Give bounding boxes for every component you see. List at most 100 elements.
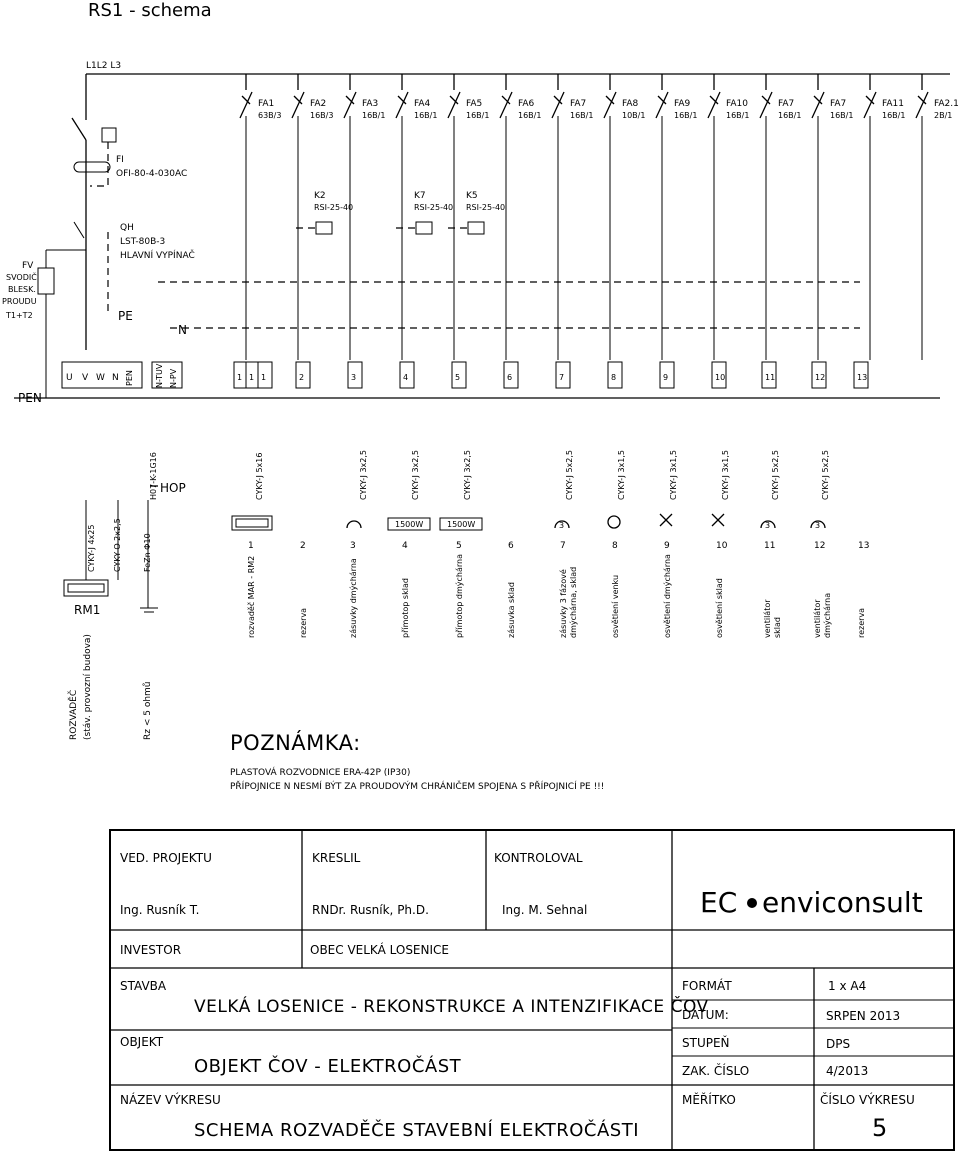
contactor-coil [315, 221, 333, 235]
light-icon [659, 513, 673, 527]
breaker-switch [811, 91, 825, 119]
circuit-number: 12 [814, 541, 825, 551]
circuit-desc: zásuvky 3 fázové [558, 569, 568, 638]
busbar-label: L1L2 L3 [86, 61, 121, 71]
breaker-trip-mark [917, 95, 927, 105]
circuit-desc: přímotop dmýchárna [455, 554, 464, 638]
breaker-switch [291, 91, 305, 119]
circuit-number: 6 [508, 541, 514, 551]
tb-zak-label: ZAK. ČÍSLO [682, 1063, 749, 1078]
terminal-box [451, 361, 467, 389]
circuit-desc-2: sklad [773, 617, 782, 638]
breaker-trip-mark [761, 95, 771, 105]
cable-label: CYKY-J 5x2,5 [771, 450, 780, 500]
tb-stavba-label: STAVBA [120, 979, 167, 993]
fv-arrester-box [37, 267, 55, 295]
load-box-2 [439, 517, 483, 531]
circuit-desc: zásuvky dmýchárna [349, 558, 358, 638]
breaker-name: FA2.1 [934, 99, 959, 109]
tb-investor: OBEC VELKÁ LOSENICE [310, 942, 449, 957]
hop-label: HOP [160, 481, 186, 495]
breaker-rating: 16B/1 [466, 111, 489, 120]
breaker-rating: 2B/1 [934, 111, 952, 120]
circuit-desc: rezerva [299, 608, 308, 638]
circuit-desc: ventilátor [813, 599, 822, 638]
tb-ved: Ing. Rusník T. [120, 903, 199, 917]
breaker-name: FA1 [258, 99, 274, 109]
breaker-rating: 16B/1 [778, 111, 801, 120]
circuit-number: 13 [858, 541, 869, 551]
terminal-number: 10 [715, 373, 725, 382]
breaker-name: FA11 [882, 99, 904, 109]
drawing-title: RS1 - schema [88, 0, 212, 21]
breaker-name: FA2 [310, 99, 326, 109]
tb-meritko-label: MĚŘÍTKO [682, 1092, 736, 1107]
breaker-switch [915, 91, 929, 119]
term-w: W [96, 373, 105, 383]
breaker-trip-mark [605, 95, 615, 105]
circuit-desc: rezerva [857, 608, 866, 638]
circuit-number: 3 [350, 541, 356, 551]
terminal-number: 6 [507, 373, 512, 382]
socket-3phase-mark: 3 [765, 521, 770, 530]
tb-datum: SRPEN 2013 [826, 1009, 900, 1023]
light-icon [711, 513, 725, 527]
rozvadec-l1: ROZVADĚČ [67, 690, 79, 740]
rm1-inner [67, 583, 105, 593]
tb-kontroloval: Ing. M. Sehnal [502, 903, 587, 917]
terminal-number: 9 [663, 373, 668, 382]
terminal-box [503, 361, 519, 389]
breaker-name: FA8 [622, 99, 639, 109]
cable-label: CYKY-J 5x2,5 [821, 450, 830, 500]
breaker-rating: 63B/3 [258, 111, 281, 120]
cable-label: CYKY-J 4x25 [87, 525, 96, 572]
breaker-trip-mark [501, 95, 511, 105]
note-line2: PŘÍPOJNICE N NESMÍ BÝT ZA PROUDOVÝM CHRÁ… [230, 780, 604, 792]
qh-type: LST-80B-3 [120, 237, 165, 247]
socket-icon [346, 520, 362, 529]
circuit-number: 9 [664, 541, 670, 551]
pe-label: PE [118, 309, 133, 323]
breaker-rating: 16B/1 [518, 111, 541, 120]
tb-objekt: OBJEKT ČOV - ELEKTROČÁST [194, 1055, 462, 1077]
terminal-box [295, 361, 311, 389]
circuit-number: 7 [560, 541, 566, 551]
cable-label: CYKY-J 3x2,5 [411, 450, 420, 500]
terminal-box [853, 361, 869, 389]
n-label: N [178, 323, 187, 337]
tb-ved-label: VED. PROJEKTU [120, 851, 212, 865]
terminal-number: 1 [261, 373, 266, 382]
breaker-rating: 16B/1 [570, 111, 593, 120]
tb-zak: 4/2013 [826, 1064, 868, 1078]
circuit-desc: osvětlení sklad [715, 578, 724, 638]
rozvadec-l2: (stáv. provozní budova) [83, 634, 93, 740]
tb-stavba: VELKÁ LOSENICE - REKONSTRUKCE A INTENZIF… [194, 995, 709, 1017]
cable-label: CYKY-J 3x2,5 [359, 450, 368, 500]
title-block-frame [109, 829, 955, 1151]
terminal-number: 1 [249, 373, 254, 382]
logo-enviconsult: enviconsult [762, 886, 923, 919]
breaker-name: FA7 [830, 99, 846, 109]
contactor-type: RSI-25-40 [314, 203, 353, 212]
breaker-name: FA7 [570, 99, 586, 109]
circuit-desc: přímotop sklad [401, 578, 410, 638]
contactor-name: K7 [414, 191, 426, 201]
breaker-rating: 16B/1 [414, 111, 437, 120]
terminal-number: 13 [857, 373, 867, 382]
fi-name: FI [116, 155, 124, 165]
breaker-switch [551, 91, 565, 119]
breaker-trip-mark [397, 95, 407, 105]
fi-toroid [73, 161, 111, 173]
terminal-box [257, 361, 273, 389]
circuit-desc: rozvaděč MAR - RM2 [246, 556, 256, 638]
breaker-switch [863, 91, 877, 119]
socket-3phase-icon [554, 520, 570, 529]
breaker-name: FA7 [778, 99, 794, 109]
tb-nazev: SCHEMA ROZVADĚČE STAVEBNÍ ELEKTROČÁSTI [194, 1119, 639, 1141]
breaker-name: FA9 [674, 99, 691, 109]
tb-kontroloval-label: KONTROLOVAL [494, 851, 583, 865]
circuit-number: 10 [716, 541, 728, 551]
socket-3phase-mark: 3 [815, 521, 820, 530]
